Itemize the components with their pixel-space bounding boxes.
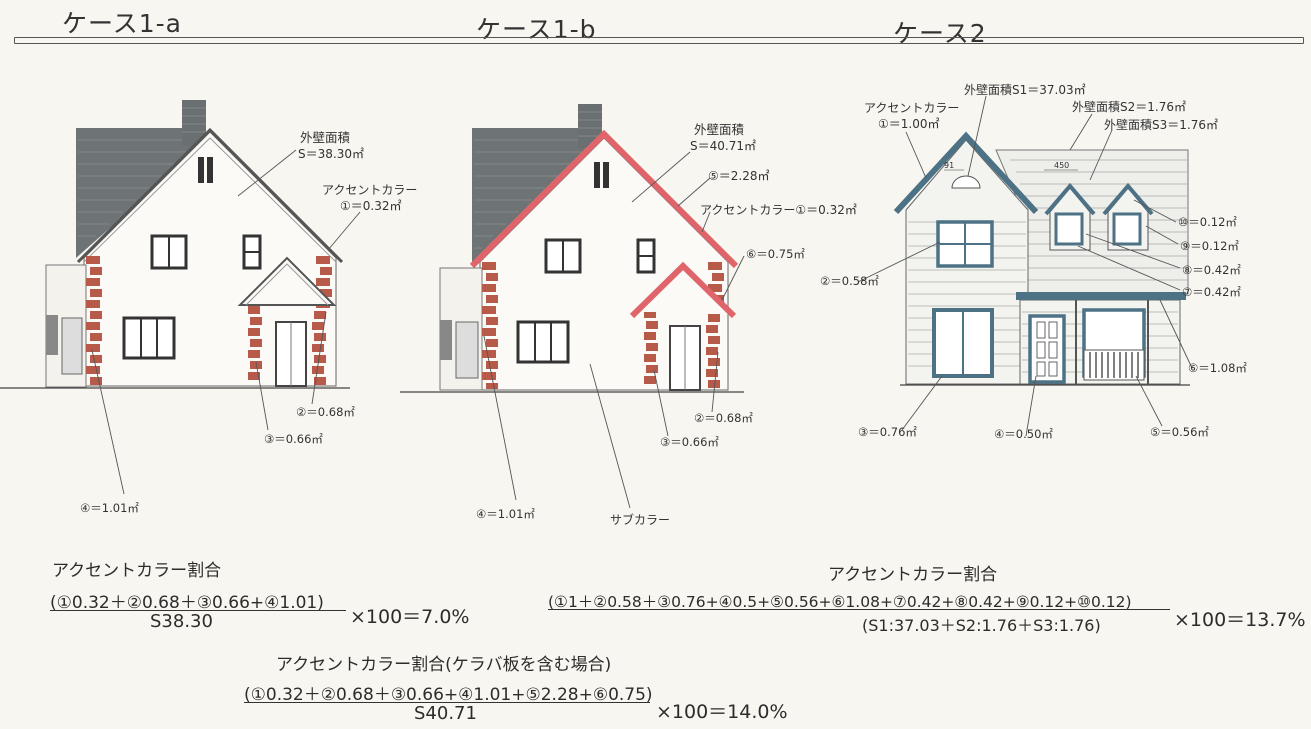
c2-item-9: ⑨＝0.12㎡ bbox=[1180, 239, 1239, 253]
header-rule bbox=[14, 37, 1304, 44]
formula-1a-title: アクセントカラー割合 bbox=[52, 561, 222, 581]
formula-2-fraction-bar bbox=[548, 609, 1170, 610]
house-case-2 bbox=[857, 95, 1193, 437]
c2-item-7: ⑦＝0.42㎡ bbox=[1182, 285, 1241, 299]
c2-item-3: ③＝0.76㎡ bbox=[858, 425, 917, 439]
formula-1b-result: ×100＝14.0% bbox=[656, 701, 788, 723]
c2-dim-right: 450 bbox=[1054, 161, 1069, 170]
case-1a-title: ケース1-a bbox=[62, 9, 182, 38]
formula-2-title: アクセントカラー割合 bbox=[828, 565, 998, 585]
c1b-accent-1: アクセントカラー①＝0.32㎡ bbox=[700, 203, 857, 217]
formula-1a-numerator: (①0.32＋②0.68＋③0.66+④1.01) bbox=[50, 593, 324, 613]
c1b-wall-value: S＝40.71㎡ bbox=[690, 139, 756, 153]
c1a-wall-label: 外壁面積 bbox=[300, 130, 351, 145]
c1a-accent-label: アクセントカラー bbox=[322, 183, 417, 197]
formula-1b-fraction-bar bbox=[244, 702, 650, 703]
c2-item-5: ⑤＝0.56㎡ bbox=[1150, 425, 1209, 439]
formula-1b-denominator: S40.71 bbox=[414, 703, 477, 724]
roof-back-1b bbox=[472, 128, 592, 262]
c1b-item-4: ④＝1.01㎡ bbox=[476, 507, 535, 521]
c2-dim-left: 91 bbox=[944, 161, 954, 170]
c1a-item-2: ②＝0.68㎡ bbox=[296, 405, 355, 419]
fascia-accent-1b bbox=[469, 129, 739, 269]
c2-accent-1: ①＝1.00㎡ bbox=[878, 117, 939, 131]
c2-wall-s1: 外壁面積S1＝37.03㎡ bbox=[964, 82, 1086, 97]
c1b-item-2: ②＝0.68㎡ bbox=[694, 411, 753, 425]
c2-item-2: ②＝0.58㎡ bbox=[820, 274, 879, 288]
fascia-accent-2 bbox=[893, 131, 1039, 215]
c1a-item-4: ④＝1.01㎡ bbox=[80, 501, 139, 515]
c2-item-6: ⑥＝1.08㎡ bbox=[1188, 361, 1247, 375]
formula-1b-title: アクセントカラー割合(ケラバ板を含む場合) bbox=[276, 655, 612, 675]
formula-1a-fraction-bar bbox=[50, 610, 346, 611]
porch-fascia-accent-1b bbox=[629, 261, 737, 319]
door-2 bbox=[1028, 314, 1066, 384]
c1a-wall-value: S＝38.30㎡ bbox=[298, 147, 364, 161]
house-case-1a bbox=[0, 100, 361, 495]
porch-roof-accent-2 bbox=[1016, 292, 1186, 300]
c1a-item-3: ③＝0.66㎡ bbox=[264, 432, 323, 446]
c2-item-4: ④＝0.50㎡ bbox=[994, 427, 1053, 441]
c2-accent-label: アクセントカラー bbox=[864, 101, 959, 115]
porch-gable-1a bbox=[237, 256, 337, 306]
formula-2-numerator: (①1＋②0.58＋③0.76+④0.5+⑤0.56+⑥1.08+⑦0.42+⑧… bbox=[548, 593, 1132, 611]
formula-1a-denominator: S38.30 bbox=[150, 611, 213, 632]
formula-1b-numerator: (①0.32＋②0.68＋③0.66+④1.01+⑤2.28+⑥0.75) bbox=[244, 685, 653, 705]
case-1b-title: ケース1-b bbox=[476, 15, 597, 44]
roof-back-1a bbox=[76, 128, 198, 258]
formula-2-denominator: (S1:37.03＋S2:1.76＋S3:1.76) bbox=[862, 616, 1101, 635]
formula-1a-result: ×100＝7.0% bbox=[350, 606, 470, 628]
c1b-sub-color: サブカラー bbox=[610, 512, 670, 527]
porch-gable-1b bbox=[636, 268, 730, 312]
formula-2-result: ×100＝13.7% bbox=[1174, 609, 1306, 631]
fascia-1a bbox=[76, 127, 344, 264]
c2-wall-s3: 外壁面積S3＝1.76㎡ bbox=[1104, 117, 1218, 132]
house-case-1b bbox=[400, 104, 745, 509]
c2-item-8: ⑧＝0.42㎡ bbox=[1182, 263, 1241, 277]
c1b-item-6: ⑥＝0.75㎡ bbox=[746, 247, 805, 261]
brick-quoins-1b bbox=[482, 262, 724, 389]
c2-wall-s2: 外壁面積S2＝1.76㎡ bbox=[1072, 99, 1186, 114]
c1a-accent-1: ①＝0.32㎡ bbox=[340, 199, 401, 213]
c2-item-10: ⑩＝0.12㎡ bbox=[1178, 215, 1237, 229]
c1b-item-3: ③＝0.66㎡ bbox=[660, 435, 719, 449]
c1b-item-5: ⑤＝2.28㎡ bbox=[708, 169, 769, 183]
c1b-wall-label: 外壁面積 bbox=[694, 122, 745, 137]
